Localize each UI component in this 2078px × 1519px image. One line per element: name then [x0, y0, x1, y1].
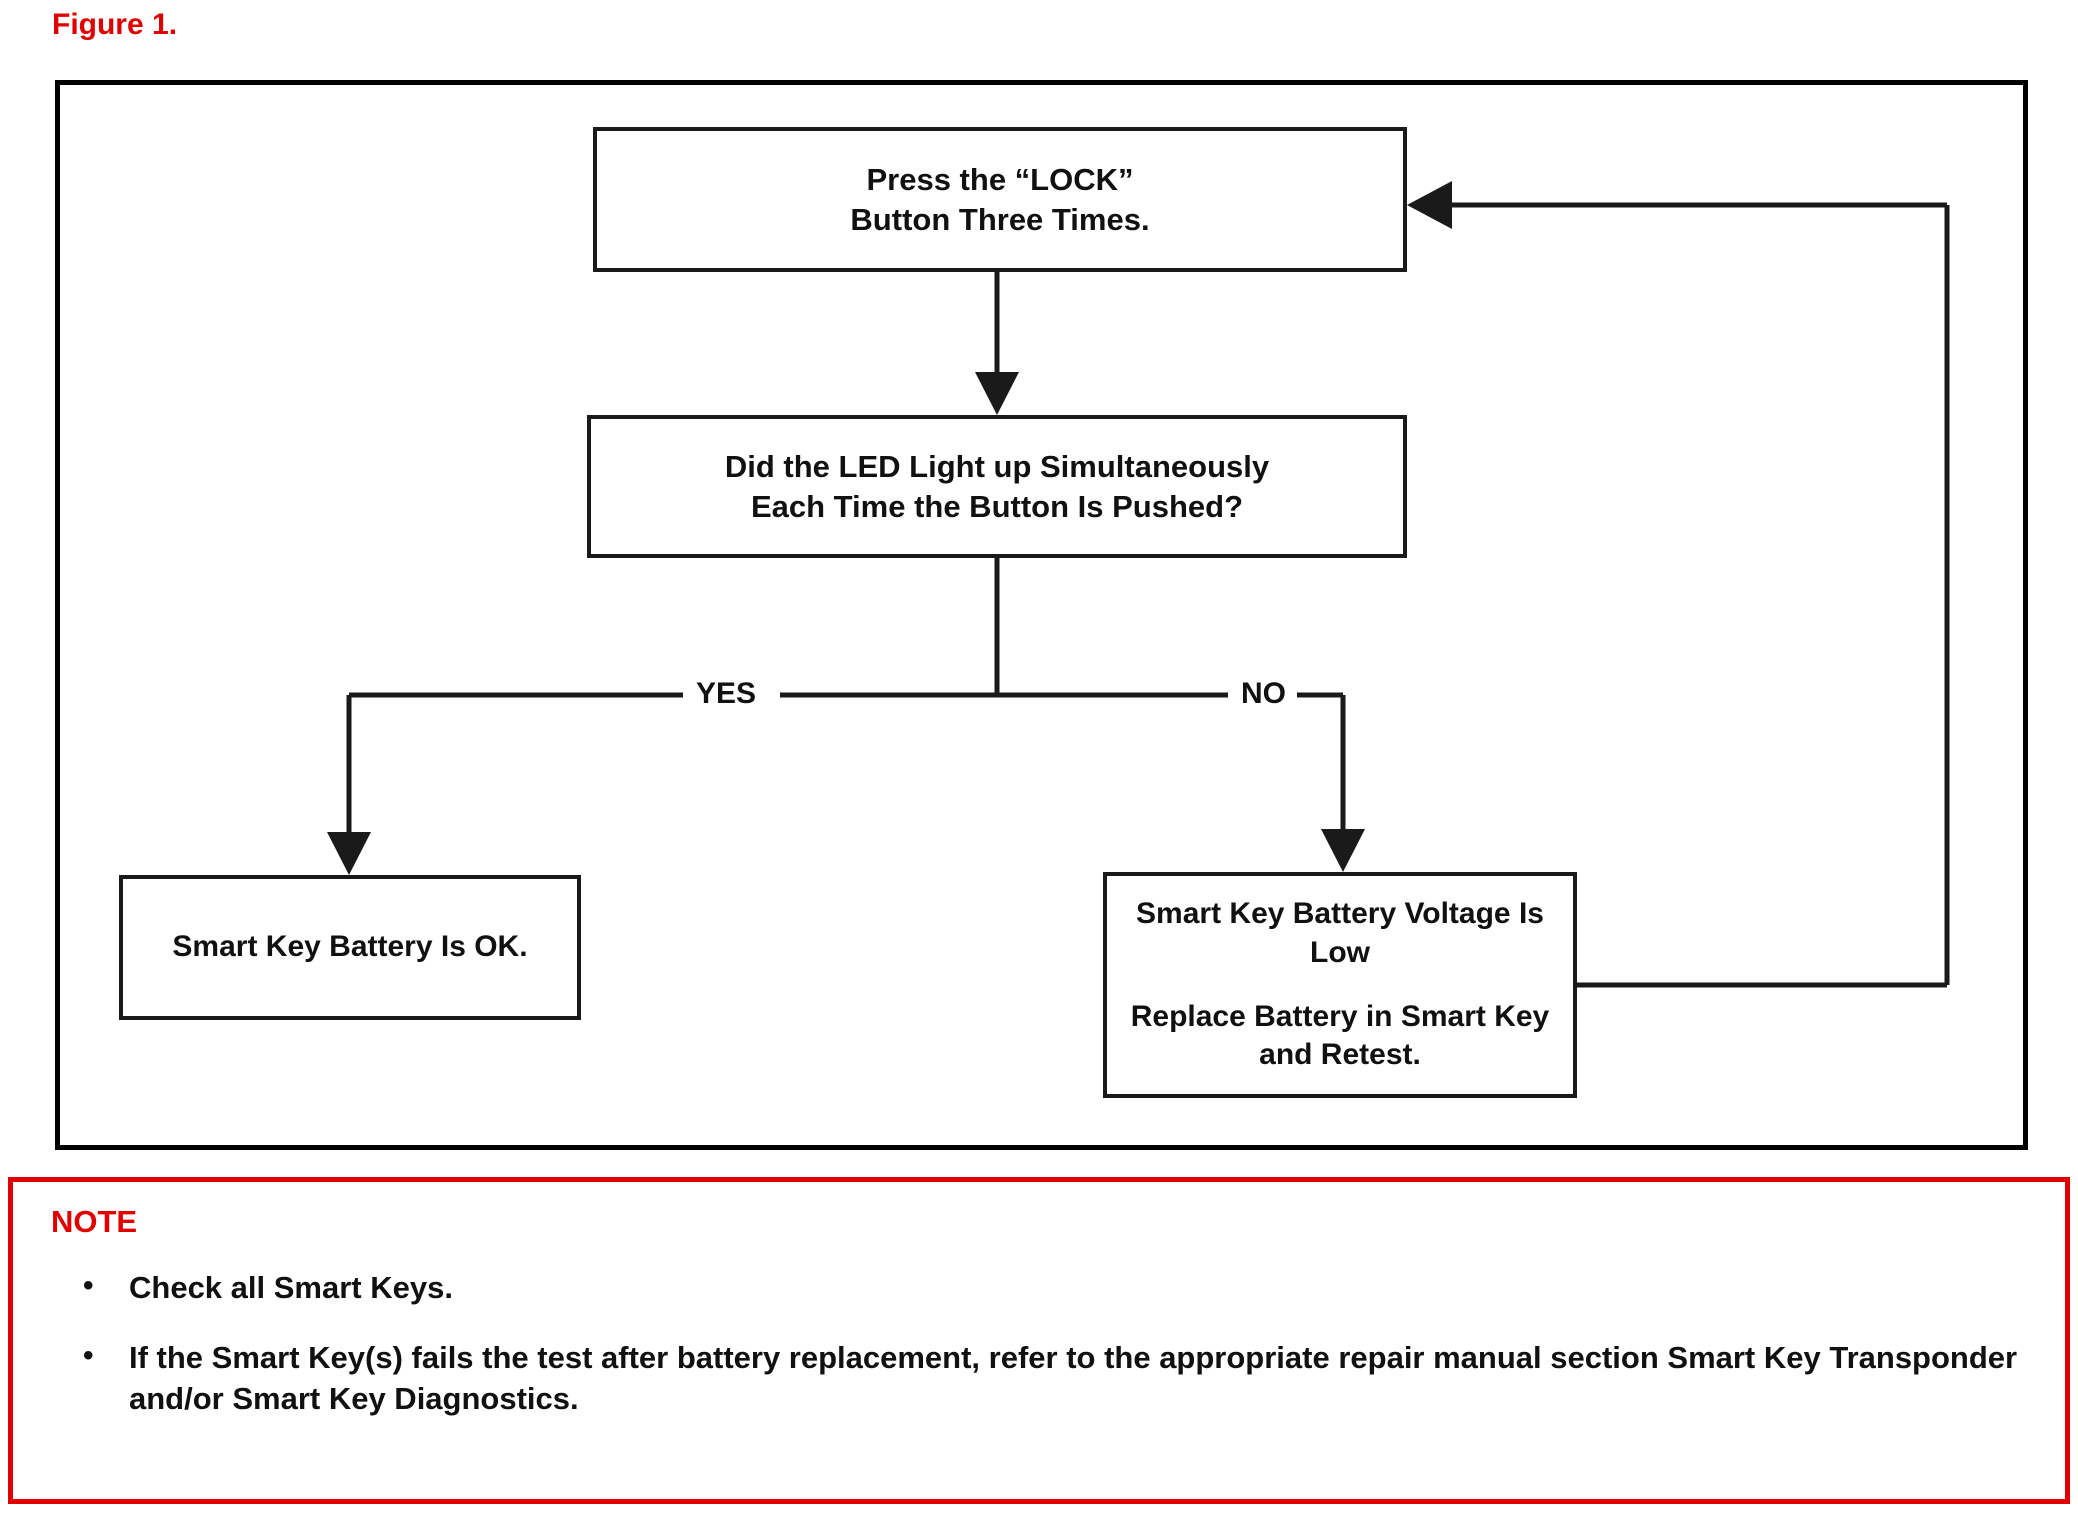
- note-bullet-list: • Check all Smart Keys. • If the Smart K…: [69, 1268, 2029, 1449]
- flow-node-battery-ok-text: Smart Key Battery Is OK.: [172, 930, 528, 964]
- flow-node-press-lock-line1: Press the “LOCK”: [866, 161, 1134, 197]
- flow-node-press-lock: Press the “LOCK” Button Three Times.: [593, 127, 1407, 272]
- flow-node-led-question-line1: Did the LED Light up Simultaneously: [724, 448, 1270, 484]
- flow-node-battery-low: Smart Key Battery Voltage Is Low Replace…: [1103, 872, 1577, 1098]
- bullet-icon: •: [83, 1269, 94, 1302]
- flow-node-led-question-line2: Each Time the Button Is Pushed?: [750, 488, 1244, 524]
- note-panel: NOTE • Check all Smart Keys. • If the Sm…: [8, 1177, 2070, 1504]
- figure-label: Figure 1.: [52, 8, 178, 41]
- flow-node-led-question: Did the LED Light up Simultaneously Each…: [587, 415, 1407, 558]
- note-list-item: • Check all Smart Keys.: [69, 1268, 2029, 1308]
- note-list-item: • If the Smart Key(s) fails the test aft…: [69, 1338, 2029, 1419]
- flow-node-battery-low-line3: and Retest.: [1259, 1038, 1421, 1072]
- flow-node-battery-ok: Smart Key Battery Is OK.: [119, 875, 581, 1020]
- flow-node-battery-low-spacer: [1107, 972, 1573, 998]
- flow-node-battery-low-line2: Replace Battery in Smart Key: [1130, 1000, 1550, 1033]
- note-item-text: If the Smart Key(s) fails the test after…: [129, 1340, 2018, 1416]
- flow-node-battery-low-line1: Smart Key Battery Voltage Is Low: [1136, 897, 1544, 969]
- branch-label-yes: YES: [690, 679, 763, 709]
- flow-node-press-lock-line2: Button Three Times.: [850, 201, 1150, 237]
- note-title: NOTE: [51, 1204, 138, 1239]
- branch-label-no: NO: [1235, 679, 1292, 709]
- note-item-text: Check all Smart Keys.: [129, 1270, 453, 1305]
- bullet-icon: •: [83, 1339, 94, 1373]
